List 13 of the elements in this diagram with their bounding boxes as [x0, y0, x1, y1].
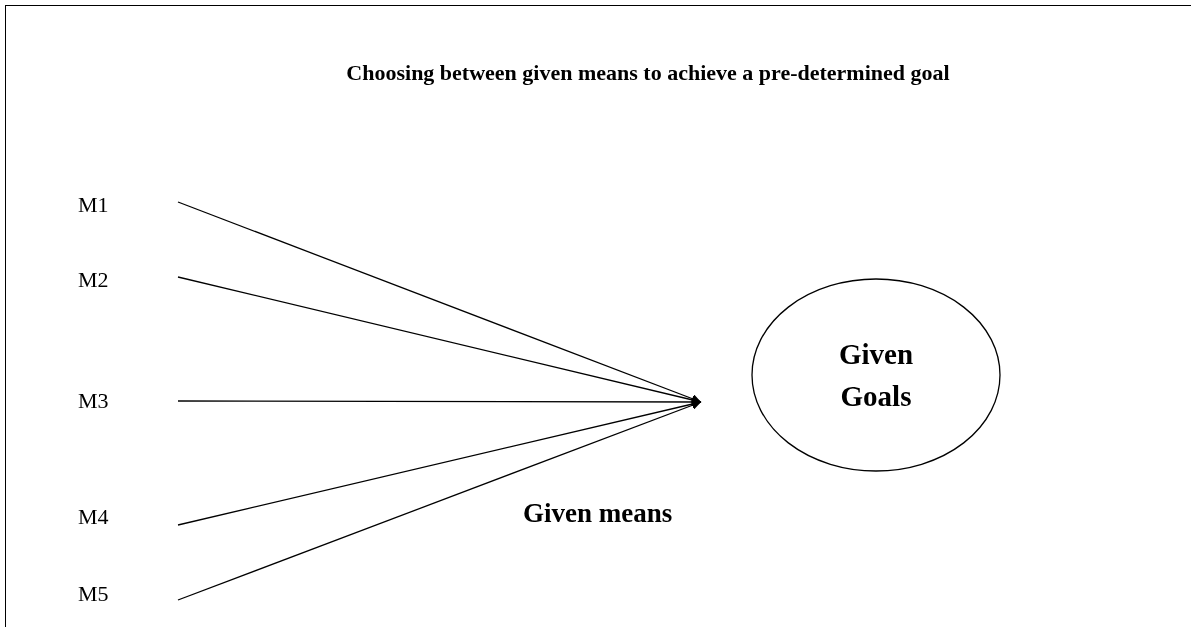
- means-label: M4: [78, 500, 178, 534]
- arrow: [177, 399, 702, 526]
- means-label: M3: [78, 384, 178, 418]
- caption-text: Given means: [523, 498, 673, 529]
- arrow: [177, 201, 702, 403]
- means-label: M1: [78, 188, 178, 222]
- goal-label: Given Goals: [837, 336, 915, 414]
- means-label: M2: [78, 263, 178, 297]
- diagram-title: Choosing between given means to achieve a pre-determined goal: [345, 60, 951, 86]
- arrow: [177, 276, 702, 405]
- means-label: M5: [78, 577, 178, 611]
- arrow: [177, 401, 702, 601]
- goal-ellipse: [751, 278, 1001, 472]
